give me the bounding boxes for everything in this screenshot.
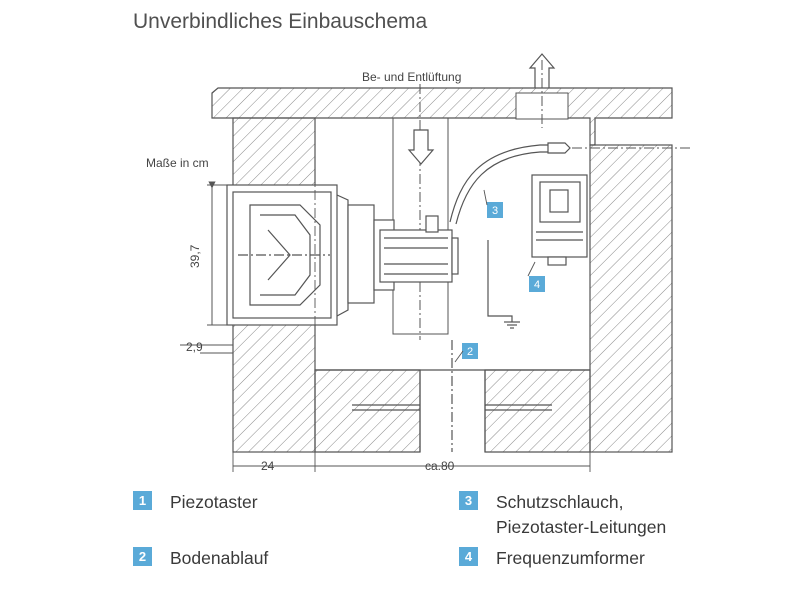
legend-item-4: 4 Frequenzumformer xyxy=(459,546,645,571)
page-title: Unverbindliches Einbauschema xyxy=(133,10,428,33)
legend-badge: 4 xyxy=(459,547,478,566)
frequency-converter xyxy=(531,174,588,266)
inlet-duct xyxy=(392,84,449,340)
legend-item-2: 2 Bodenablauf xyxy=(133,546,268,571)
pool-width-dimension: ca.80 xyxy=(425,459,455,473)
protective-hose-inner xyxy=(455,151,548,225)
legend-badge: 2 xyxy=(133,547,152,566)
thickness-dimension: 2,9 xyxy=(186,340,203,354)
svg-text:4: 4 xyxy=(534,279,540,291)
vent-up-arrow-icon xyxy=(528,53,556,88)
protective-hose xyxy=(449,144,548,223)
legend-badge: 3 xyxy=(459,491,478,510)
callout-badge-3: 3 xyxy=(487,202,503,218)
legend-label: Bodenablauf xyxy=(170,548,269,568)
legend-item-1: 1 Piezotaster xyxy=(133,490,258,515)
hose-fitting xyxy=(547,142,571,154)
floor-drain xyxy=(352,240,552,452)
legend-label: Schutzschlauch, xyxy=(496,492,624,512)
legend-label-line2: Piezotaster-Leitungen xyxy=(496,517,667,537)
dimension-lines xyxy=(180,118,591,472)
legend-label: Piezotaster xyxy=(170,492,258,512)
height-dimension: 39,7 xyxy=(188,244,202,268)
legend-item-3: 3 Schutzschlauch, Piezotaster-Leitungen xyxy=(459,490,666,540)
units-label: Maße in cm xyxy=(146,156,209,170)
legend-badge: 1 xyxy=(133,491,152,510)
svg-text:2: 2 xyxy=(467,346,473,358)
legend-label: Frequenzumformer xyxy=(496,548,645,568)
vent-opening xyxy=(515,60,569,128)
callout-badge-2: 2 xyxy=(462,343,478,359)
vent-label: Be- und Entlüftung xyxy=(362,70,461,84)
svg-text:3: 3 xyxy=(492,205,498,217)
inlet-down-arrow-icon xyxy=(407,129,435,165)
pump-assembly xyxy=(226,184,459,326)
wall-width-dimension: 24 xyxy=(261,459,275,473)
callout-badge-4: 4 xyxy=(529,276,545,292)
